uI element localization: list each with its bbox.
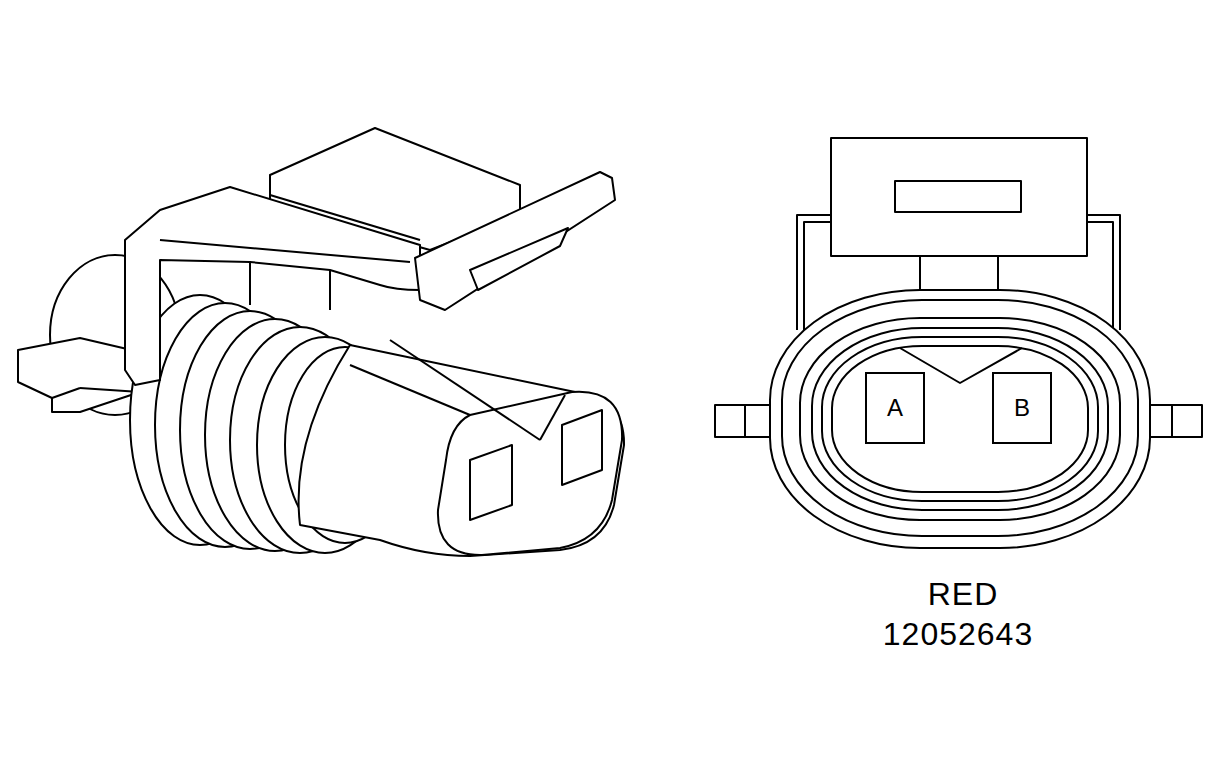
pin-cavity: B [992, 372, 1052, 444]
color-label: RED [928, 578, 999, 610]
pin-letter: B [1014, 396, 1030, 420]
pin-letter: A [887, 396, 903, 420]
part-number: 12052643 [883, 618, 1033, 650]
pin-cavity: A [865, 372, 925, 444]
